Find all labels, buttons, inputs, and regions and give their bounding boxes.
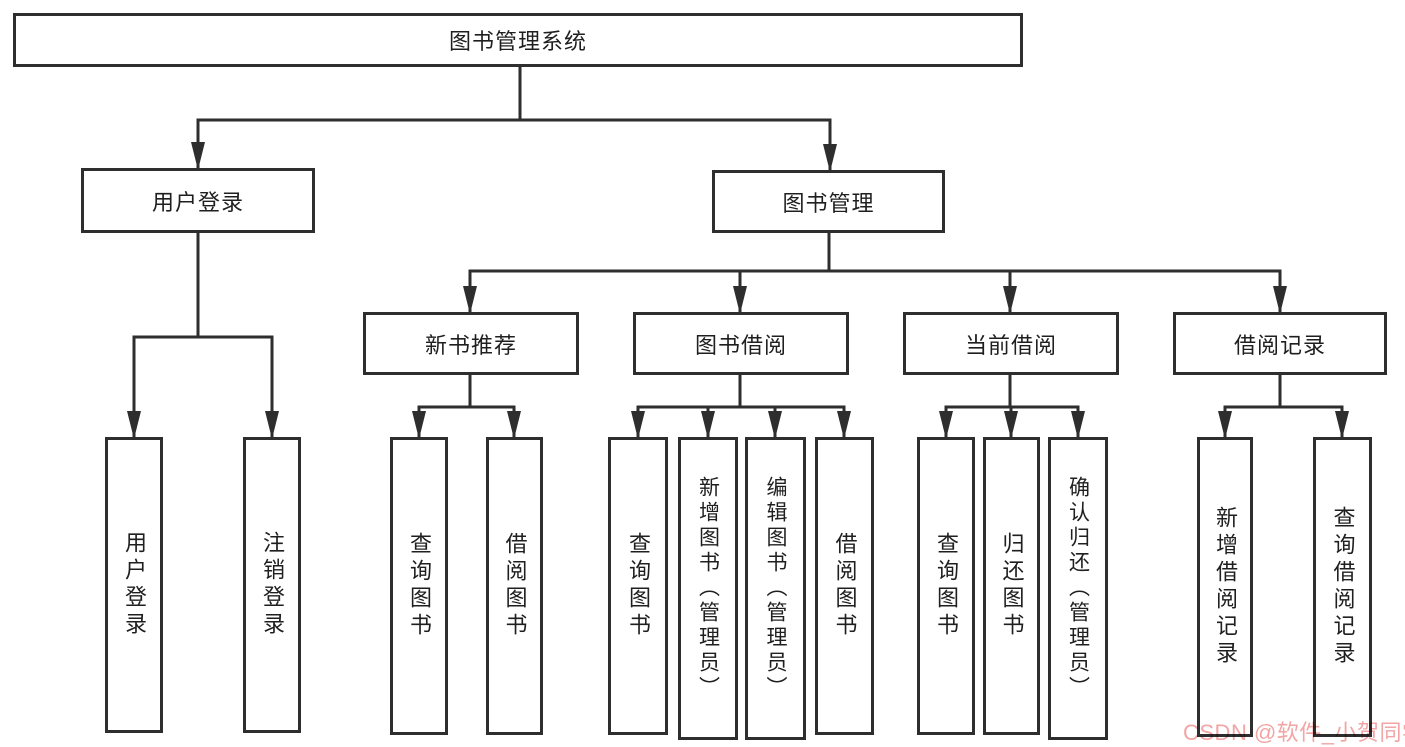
leaf-label: 查询借阅记录: [1330, 506, 1356, 668]
node-root-library-system: 图书管理系统: [13, 13, 1023, 67]
leaf-label: 用户登录: [122, 531, 147, 639]
leaf-query-borrow-record: 查询借阅记录: [1313, 437, 1372, 737]
connector-user-login-children: [132, 233, 274, 439]
connector-book-mgmt-children: [468, 233, 1282, 314]
leaf-label: 借阅图书: [832, 532, 858, 640]
arrowhead: [837, 411, 851, 439]
leaf-label: 确认归还（管理员）: [1066, 476, 1090, 701]
leaf-label: 编辑图书（管理员）: [764, 476, 787, 701]
arrowhead: [463, 286, 477, 314]
leaf-label: 新增借阅记录: [1213, 506, 1238, 668]
leaf-user-login: 用户登录: [105, 437, 163, 733]
leaf-add-borrow-record: 新增借阅记录: [1197, 437, 1253, 737]
arrowhead: [127, 411, 141, 439]
leaf-return-books: 归还图书: [983, 437, 1040, 735]
node-book-management: 图书管理: [712, 170, 945, 233]
arrowhead: [1218, 411, 1232, 439]
leaf-label: 新增图书（管理员）: [696, 476, 720, 701]
arrowhead: [1004, 411, 1018, 439]
csdn-watermark: CSDN @软件_小贺同学: [1183, 720, 1405, 745]
leaf-borrow-books-newbooks: 借阅图书: [486, 437, 543, 735]
arrowhead: [939, 411, 953, 439]
node-new-book-recommend: 新书推荐: [363, 312, 579, 375]
arrowhead: [265, 411, 279, 439]
leaf-logout: 注销登录: [243, 437, 301, 733]
connector-new-books-children: [417, 375, 516, 439]
arrowhead: [412, 411, 426, 439]
arrowhead: [733, 286, 747, 314]
leaf-add-book-admin: 新增图书（管理员）: [678, 437, 738, 740]
leaf-query-books-newbooks: 查询图书: [390, 437, 448, 735]
arrowhead: [631, 411, 645, 439]
arrowhead: [191, 142, 205, 170]
leaf-query-books-current: 查询图书: [917, 437, 975, 735]
arrowhead: [1003, 286, 1017, 314]
node-borrow-records: 借阅记录: [1173, 312, 1387, 375]
arrowhead: [701, 411, 715, 439]
arrowhead: [1335, 411, 1349, 439]
node-current-borrow: 当前借阅: [903, 312, 1119, 375]
arrowhead: [768, 411, 782, 439]
leaf-label: 归还图书: [999, 532, 1025, 640]
leaf-edit-book-admin: 编辑图书（管理员）: [745, 437, 806, 740]
node-book-borrow: 图书借阅: [633, 312, 849, 375]
arrowhead: [507, 411, 521, 439]
connector-root-to-level2: [196, 67, 832, 172]
arrowhead: [1273, 286, 1287, 314]
connector-current-borrow-children: [944, 375, 1080, 439]
connector-borrow-records-children: [1223, 375, 1344, 439]
leaf-label: 查询图书: [626, 532, 651, 640]
arrowhead: [1071, 411, 1085, 439]
connector-book-borrow-children: [636, 375, 846, 439]
leaf-borrow-books-borrow: 借阅图书: [815, 437, 874, 735]
leaf-confirm-return-admin: 确认归还（管理员）: [1048, 437, 1108, 740]
leaf-label: 借阅图书: [502, 532, 528, 640]
leaf-label: 查询图书: [407, 532, 432, 640]
leaf-query-books-borrow: 查询图书: [608, 437, 668, 735]
arrowhead: [823, 144, 837, 172]
leaf-label: 查询图书: [934, 532, 959, 640]
node-user-login: 用户登录: [81, 168, 315, 233]
leaf-label: 注销登录: [260, 531, 285, 639]
